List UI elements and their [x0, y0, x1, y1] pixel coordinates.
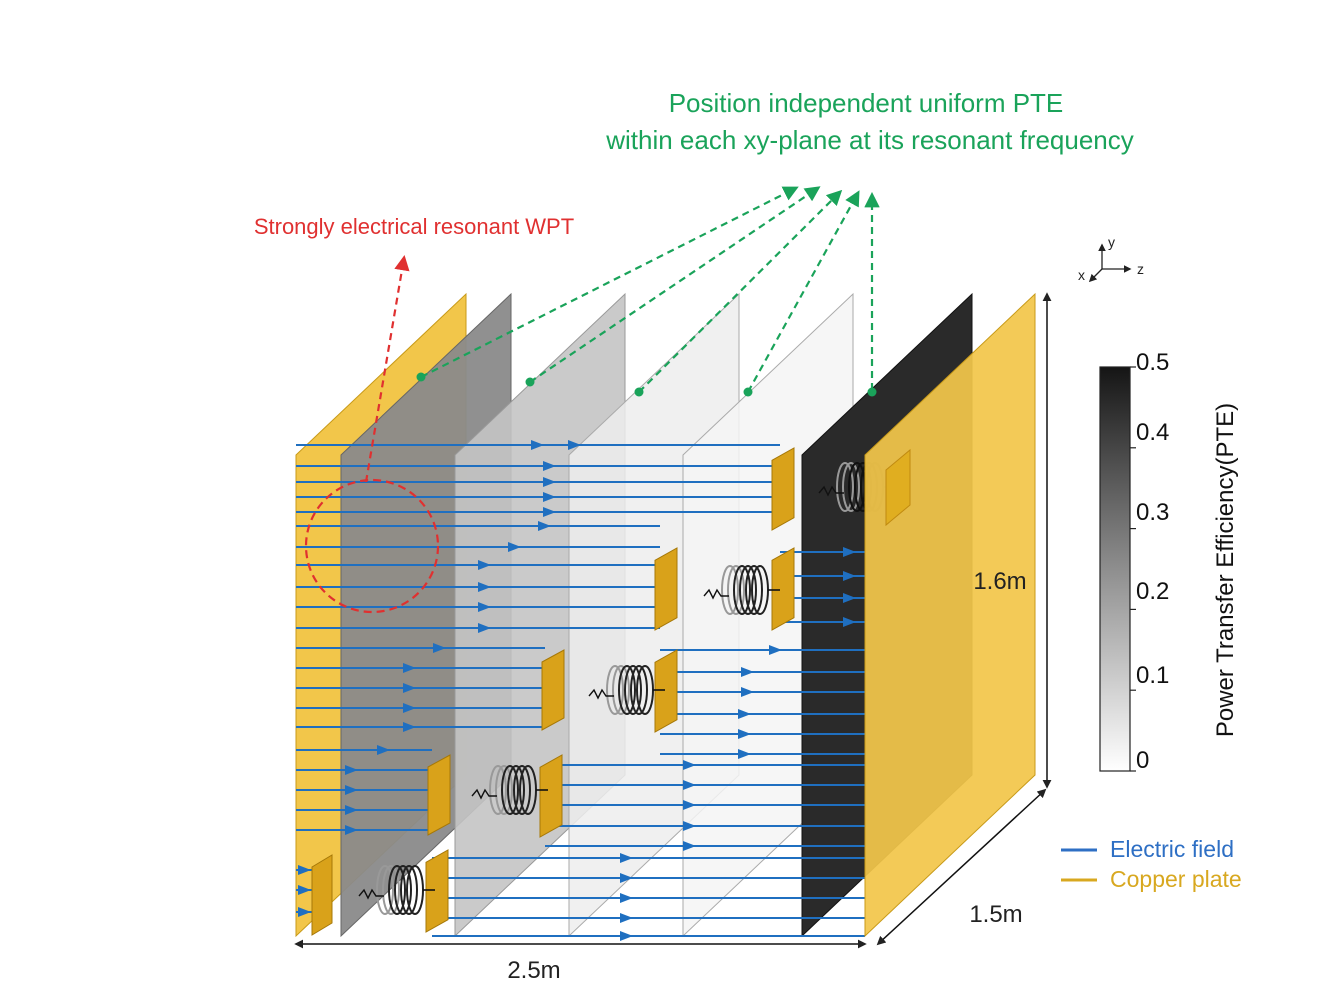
field-line: [296, 643, 545, 653]
electrode-plate: [703, 547, 795, 631]
dimension-width: 2.5m: [507, 957, 560, 984]
colorbar-ticks: 0.5 0.4 0.3 0.2 0.1 0: [1130, 349, 1169, 774]
field-line: [660, 709, 865, 719]
electrode-plate: [541, 649, 565, 731]
field-line: [296, 440, 780, 450]
legend-copper-plate-label: Copper plate: [1110, 866, 1242, 892]
colorbar-tick-label: 0: [1136, 747, 1149, 774]
colorbar-label: Power Transfer Efficiency(PTE): [1212, 403, 1239, 737]
field-line: [432, 931, 865, 941]
resonant-region-circle: [304, 478, 440, 614]
uniform-pte-title-line1: Position independent uniform PTE: [669, 88, 1064, 118]
field-line: [296, 805, 432, 815]
field-line: [296, 542, 660, 552]
field-line: [660, 687, 865, 697]
electrode-plate: [771, 447, 795, 531]
electrode-plate: [427, 754, 451, 836]
electrode-plate: [471, 754, 563, 838]
uniform-pte-dots: [416, 372, 877, 397]
axis-x-label: x: [1078, 267, 1085, 283]
electric-field-lines: [296, 440, 865, 941]
dimension-depth: 1.5m: [969, 901, 1022, 928]
pte-colorbar: [1099, 366, 1131, 772]
coil-icon: [471, 765, 548, 815]
field-line: [296, 623, 660, 633]
field-line: [660, 749, 865, 759]
uniform-pte-arrows: [420, 186, 880, 393]
axis-y-label: y: [1108, 234, 1115, 250]
field-line: [545, 800, 865, 810]
field-line: [545, 780, 865, 790]
colorbar-tick-label: 0.2: [1136, 578, 1169, 605]
field-line: [660, 645, 865, 655]
field-line: [545, 821, 865, 831]
coil-icon: [358, 865, 435, 915]
field-line: [780, 617, 865, 627]
field-line: [432, 853, 865, 863]
field-line: [296, 745, 432, 755]
field-line: [296, 785, 432, 795]
field-line: [296, 663, 545, 673]
field-line: [296, 477, 780, 487]
field-line: [545, 760, 865, 770]
field-line: [296, 825, 432, 835]
field-line: [660, 729, 865, 739]
resonant-wpt-label: Strongly electrical resonant WPT: [254, 214, 574, 239]
field-line: [296, 492, 780, 502]
field-line: [545, 841, 865, 851]
field-line: [296, 461, 780, 471]
colorbar-tick-label: 0.3: [1136, 499, 1169, 526]
resonant-arrow: [364, 254, 410, 483]
field-line: [432, 913, 865, 923]
copper-plate-right-patch: [885, 448, 911, 527]
coil-icon: [588, 665, 665, 715]
field-line: [296, 560, 660, 570]
field-line: [296, 521, 660, 531]
coil-icon: [703, 565, 780, 615]
field-line: [296, 722, 545, 732]
field-line: [432, 893, 865, 903]
colorbar-tick-label: 0.4: [1136, 419, 1169, 446]
legend-electric-field-label: Electric field: [1110, 836, 1234, 862]
field-line: [296, 765, 432, 775]
colorbar-tick-label: 0.5: [1136, 349, 1169, 376]
colorbar-tick-label: 0.1: [1136, 662, 1169, 689]
field-line: [432, 873, 865, 883]
field-line: [296, 602, 660, 612]
field-line: [660, 667, 865, 677]
axis-triad: [1088, 243, 1132, 283]
dimension-lines: [294, 292, 1052, 949]
field-line: [296, 683, 545, 693]
electrode-plate: [588, 649, 678, 733]
electrode-plate: [311, 854, 333, 936]
field-line: [296, 582, 660, 592]
field-line: [296, 703, 545, 713]
electrode-plate: [358, 849, 449, 933]
dimension-height: 1.6m: [973, 568, 1026, 595]
uniform-pte-title-line2: within each xy-plane at its resonant fre…: [605, 125, 1134, 155]
electrode-plate: [654, 547, 678, 631]
axis-z-label: z: [1137, 261, 1144, 277]
field-line: [296, 507, 780, 517]
